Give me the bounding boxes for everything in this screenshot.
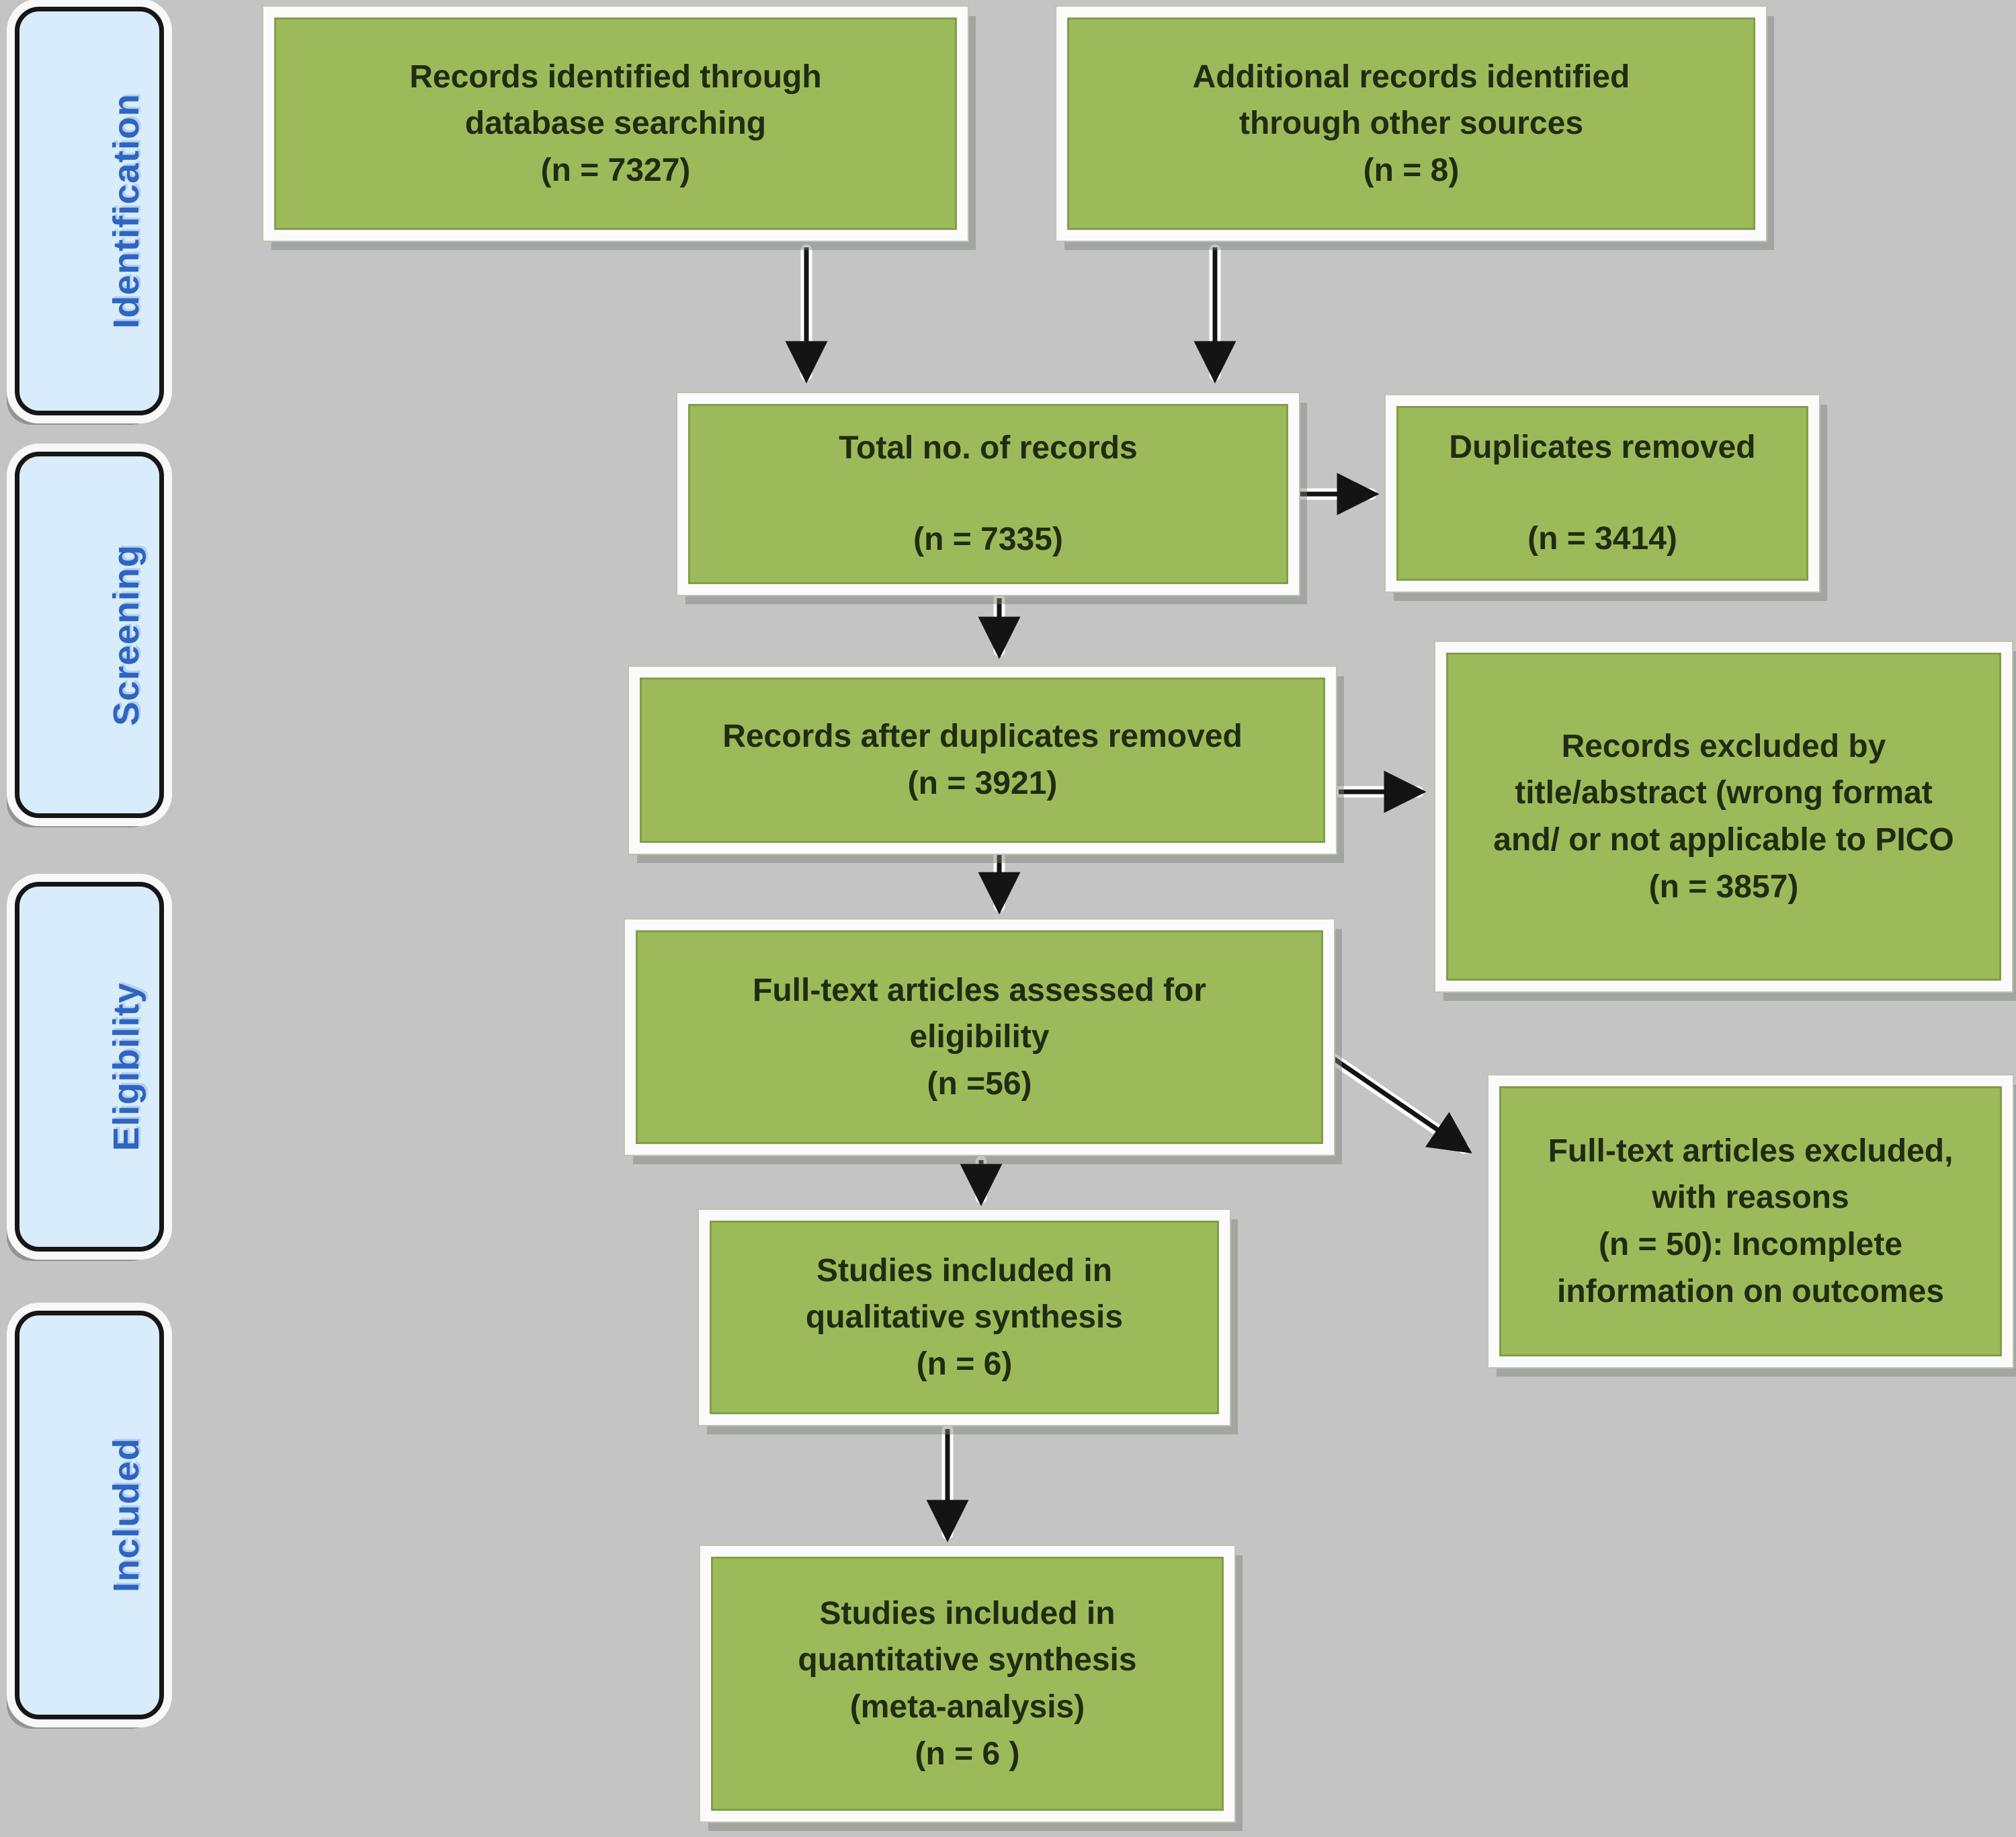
node-total-records: Total no. of records (n = 7335) (677, 393, 1299, 595)
node-quantitative-synthesis: Studies included in quantitative synthes… (700, 1546, 1234, 1822)
stage-screening: Screening (15, 452, 164, 818)
stage-identification: Identification (15, 7, 164, 415)
node-records-excluded-label: Records excluded by title/abstract (wron… (1493, 728, 1954, 905)
node-qualitative-synthesis: Studies included in qualitative synthesi… (699, 1210, 1230, 1425)
node-fulltext-assessed: Full-text articles assessed for eligibil… (625, 920, 1334, 1155)
node-total-records-label: Total no. of records (n = 7335) (839, 430, 1138, 558)
node-fulltext-assessed-label: Full-text articles assessed for eligibil… (753, 972, 1206, 1102)
node-additional-records: Additional records identified through ot… (1056, 7, 1766, 241)
stage-included-label: Included (106, 1437, 146, 1593)
node-fulltext-excluded-label: Full-text articles excluded, with reason… (1548, 1133, 1954, 1309)
node-records-after-duplicates-label: Records after duplicates removed (n = 39… (722, 719, 1243, 801)
arrow-fulltext-to-fulltext-excluded (1308, 1040, 1472, 1154)
node-duplicates-removed: Duplicates removed (n = 3414) (1386, 395, 1819, 591)
node-fulltext-excluded: Full-text articles excluded, with reason… (1488, 1075, 2013, 1367)
node-records-excluded: Records excluded by title/abstract (wron… (1435, 642, 2012, 991)
stage-identification-label: Identification (106, 93, 146, 329)
stage-screening-label: Screening (106, 544, 146, 726)
stage-included: Included (15, 1311, 164, 1719)
node-qualitative-synthesis-label: Studies included in qualitative synthesi… (805, 1252, 1124, 1382)
node-duplicates-removed-label: Duplicates removed (n = 3414) (1449, 429, 1756, 557)
node-records-identified: Records identified through database sear… (263, 7, 968, 241)
stage-eligibility-label: Eligibility (106, 982, 146, 1151)
stage-eligibility: Eligibility (15, 882, 164, 1252)
node-records-after-duplicates: Records after duplicates removed (n = 39… (629, 667, 1336, 854)
node-additional-records-label: Additional records identified through ot… (1192, 58, 1630, 188)
node-records-identified-label: Records identified through database sear… (409, 58, 822, 188)
node-quantitative-synthesis-label: Studies included in quantitative synthes… (798, 1595, 1137, 1772)
